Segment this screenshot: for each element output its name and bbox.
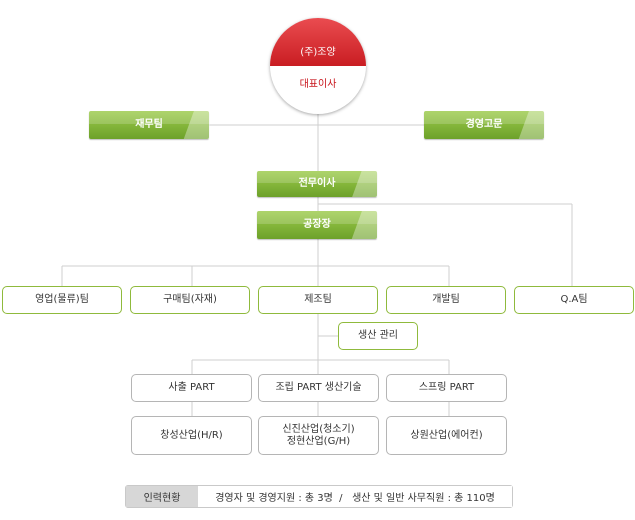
- part-label: 조립 PART 생산기술: [275, 382, 362, 393]
- team-label: Q.A팀: [560, 294, 588, 305]
- part-node-assembly: 조립 PART 생산기술: [258, 374, 379, 402]
- team-node-sales: 영업(물류)팀: [2, 286, 122, 314]
- production-management-node: 생산 관리: [338, 322, 418, 350]
- affiliate-node-changsung: 창성산업(H/R): [131, 416, 252, 455]
- finance-team-label: 재무팀: [135, 119, 163, 130]
- management-advisor-node: 경영고문: [424, 111, 545, 139]
- part-node-injection: 사출 PART: [131, 374, 252, 402]
- team-node-manufacturing: 제조팀: [258, 286, 378, 314]
- company-name: (주)조양: [270, 18, 366, 66]
- production-management-label: 생산 관리: [358, 330, 398, 341]
- team-node-development: 개발팀: [386, 286, 506, 314]
- ceo-node: (주)조양 대표이사: [270, 18, 366, 114]
- team-label: 제조팀: [304, 294, 332, 305]
- team-label: 구매팀(자재): [163, 294, 217, 305]
- staff-summary-text: 경영자 및 경영지원 : 총 3명 / 생산 및 일반 사무직원 : 총 110…: [198, 486, 512, 507]
- affiliate-label: 신진산업(청소기): [282, 423, 355, 435]
- affiliate-node-sangwon: 상원산업(에어컨): [386, 416, 507, 455]
- affiliate-label: 정현산업(G/H): [286, 435, 351, 447]
- ceo-title: 대표이사: [299, 79, 337, 90]
- finance-team-node: 재무팀: [89, 111, 210, 139]
- affiliate-label: 상원산업(에어컨): [410, 429, 483, 441]
- affiliate-node-shinjin: 신진산업(청소기) 정현산업(G/H): [258, 416, 379, 455]
- team-node-purchasing: 구매팀(자재): [130, 286, 250, 314]
- staff-summary-label: 인력현황: [126, 486, 198, 507]
- affiliate-label: 창성산업(H/R): [160, 429, 223, 441]
- team-label: 영업(물류)팀: [35, 294, 89, 305]
- plant-manager-label: 공장장: [303, 219, 331, 230]
- executive-director-node: 전무이사: [257, 171, 378, 197]
- plant-manager-node: 공장장: [257, 211, 378, 239]
- part-label: 스프링 PART: [418, 382, 475, 393]
- staff-summary-bar: 인력현황 경영자 및 경영지원 : 총 3명 / 생산 및 일반 사무직원 : …: [125, 485, 513, 508]
- team-node-qa: Q.A팀: [514, 286, 634, 314]
- part-label: 사출 PART: [168, 382, 215, 393]
- part-node-spring: 스프링 PART: [386, 374, 507, 402]
- management-advisor-label: 경영고문: [465, 119, 503, 130]
- team-label: 개발팀: [432, 294, 460, 305]
- executive-director-label: 전무이사: [298, 178, 336, 189]
